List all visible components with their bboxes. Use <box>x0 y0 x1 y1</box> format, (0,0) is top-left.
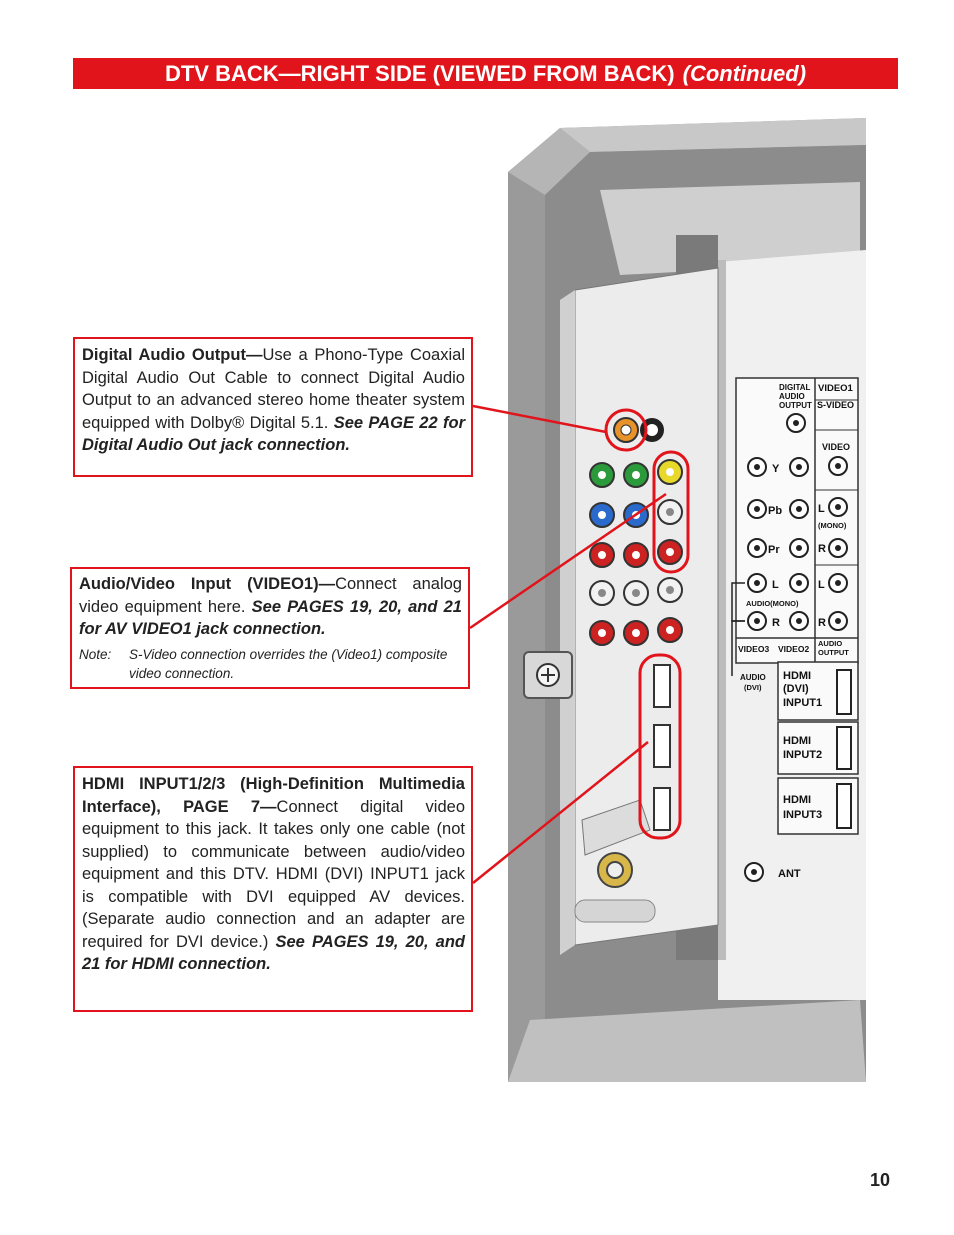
jack-grid <box>589 459 683 646</box>
label-l-v1: L <box>818 503 825 515</box>
callout-av-input: Audio/Video Input (VIDEO1)—Connect analo… <box>70 567 470 689</box>
av-input-body: Connect analog video equipment here. <box>79 575 462 616</box>
digital-audio-ref: See PAGE 22 for Digital Audio Out jack c… <box>82 413 465 455</box>
hdmi-ref: See PAGES 19, 20, and 21 for HDMI connec… <box>82 932 465 974</box>
callout-hdmi: HDMI INPUT1/2/3 (High-Definition Multime… <box>73 766 473 1012</box>
hdmi-title: HDMI INPUT1/2/3 (High-Definition Multime… <box>82 775 465 816</box>
label-r: R <box>772 617 780 629</box>
label-audio-mono: AUDIO(MONO) <box>746 599 799 608</box>
hdmi-body: Connect digital video equipment to this … <box>82 797 465 951</box>
label-audio-out-2: OUTPUT <box>818 648 849 657</box>
label-r-v2: R <box>818 617 826 629</box>
label-hdmi2-1: HDMI <box>783 735 811 747</box>
label-hdmi3-1: HDMI <box>783 794 811 806</box>
label-hdmi3-2: INPUT3 <box>783 809 822 821</box>
note-text: S-Video connection overrides the (Video1… <box>129 646 448 681</box>
label-video3: VIDEO3 <box>738 644 769 654</box>
label-pr: Pr <box>768 544 780 556</box>
av-input-title: Audio/Video Input (VIDEO1)— <box>79 575 336 593</box>
digital-audio-title: Digital Audio Output— <box>82 346 263 364</box>
label-mono: (MONO) <box>818 521 847 530</box>
label-hdmi2-2: INPUT2 <box>783 749 822 761</box>
digital-audio-body: Use a Phono-Type Coaxial Digital Audio O… <box>82 346 465 432</box>
header-title: DTV BACK—RIGHT SIDE (VIEWED FROM BACK) <box>164 60 675 86</box>
label-hdmi1-3: INPUT1 <box>783 697 822 709</box>
label-digital: DIGITAL <box>779 383 811 392</box>
label-l-v2: L <box>818 579 825 591</box>
label-output: OUTPUT <box>779 401 812 410</box>
label-video: VIDEO <box>822 442 850 452</box>
label-svideo: S-VIDEO <box>817 400 854 410</box>
header-continued: (Continued) <box>682 60 807 86</box>
label-audio-out-1: AUDIO <box>818 639 842 648</box>
callout-digital-audio: Digital Audio Output—Use a Phono-Type Co… <box>73 337 473 477</box>
connector-digital-audio <box>472 404 607 434</box>
label-audio: AUDIO <box>779 392 805 401</box>
page-number: 10 <box>870 1170 891 1190</box>
av-input-ref: See PAGES 19, 20, and 21 for AV VIDEO1 j… <box>79 597 462 639</box>
label-ant: ANT <box>778 868 801 880</box>
av-input-note: Note: S-Video connection overrides the (… <box>79 645 462 683</box>
label-y: Y <box>772 463 780 475</box>
label-video1: VIDEO1 <box>818 383 854 394</box>
connector-hdmi <box>472 741 649 884</box>
label-l: L <box>772 579 779 591</box>
connector-av-input <box>469 492 667 630</box>
label-audio-dvi-2: (DVI) <box>744 683 762 692</box>
label-r-v1: R <box>818 543 826 555</box>
label-hdmi1-2: (DVI) <box>783 683 809 695</box>
label-video2: VIDEO2 <box>778 644 809 654</box>
note-label: Note: <box>79 646 112 662</box>
label-hdmi1-1: HDMI <box>783 670 811 682</box>
label-audio-dvi-1: AUDIO <box>740 673 766 682</box>
page-header: DTV BACK—RIGHT SIDE (VIEWED FROM BACK) (… <box>73 58 898 89</box>
label-pb: Pb <box>768 505 782 517</box>
